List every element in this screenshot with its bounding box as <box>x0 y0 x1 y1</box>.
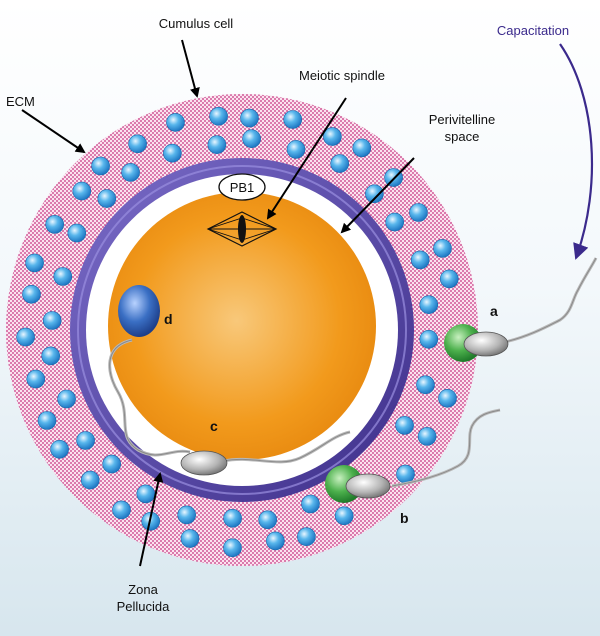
meiotic-spindle-arrow <box>266 97 347 220</box>
cumulus-cell-10 <box>57 389 76 409</box>
cumulus-cell-18 <box>207 135 227 154</box>
cumulus-cell-51 <box>323 127 342 146</box>
cumulus-cell-46 <box>128 134 147 154</box>
sperm-a-label: a <box>490 303 498 319</box>
sperm-b-label: b <box>400 510 409 526</box>
cumulus-cell-54 <box>409 203 428 222</box>
cumulus-cell-38 <box>37 411 57 430</box>
cumulus-cell-27 <box>417 427 437 446</box>
cumulus-cell-40 <box>16 327 35 347</box>
cumulus-cell-1 <box>416 375 435 395</box>
cumulus-cell-12 <box>42 311 62 330</box>
zona-pellucida-label-line1: Zona <box>128 582 158 597</box>
cumulus-cell-36 <box>80 470 100 490</box>
cumulus-cell-7 <box>136 484 156 504</box>
cumulus-cell-22 <box>365 184 384 204</box>
perivitelline-label-line1: Perivitelline <box>429 112 495 127</box>
cumulus-cell-20 <box>286 140 306 159</box>
cumulus-cell-13 <box>53 267 73 286</box>
cumulus-cell-42 <box>25 253 44 273</box>
cumulus-cell-19 <box>242 129 261 148</box>
cumulus-cell-52 <box>352 138 372 158</box>
sperm-a-head <box>463 331 509 357</box>
cumulus-cell-48 <box>209 107 228 126</box>
sperm-b-head <box>345 473 391 499</box>
sperm-c <box>180 430 351 476</box>
cumulus-cell-2 <box>395 416 414 435</box>
zona-pellucida-arrow <box>139 472 164 567</box>
cumulus-cell-26 <box>438 388 457 408</box>
meiotic-spindle-label: Meiotic spindle <box>299 68 385 83</box>
cumulus-cell-45 <box>91 156 110 176</box>
cumulus-cell-39 <box>26 369 46 389</box>
meiotic-spindle <box>206 211 278 247</box>
sperm-c-head <box>180 450 228 476</box>
sperm-d-head <box>118 285 160 337</box>
cumulus-cell-label: Cumulus cell <box>159 16 234 31</box>
sperm-d <box>108 285 191 457</box>
cumulus-cell-15 <box>97 189 117 208</box>
capacitation-arrow <box>559 43 594 260</box>
oocyte <box>108 192 376 460</box>
cumulus-cell-9 <box>76 431 95 450</box>
cumulus-cell-29 <box>334 506 354 526</box>
sperm-d-label: d <box>164 311 173 327</box>
capacitation-label: Capacitation <box>497 23 569 38</box>
cumulus-cell-47 <box>166 113 185 132</box>
cumulus-cell-11 <box>41 346 61 366</box>
sperm-a <box>444 257 598 362</box>
cumulus-cells-group <box>16 107 459 558</box>
cumulus-cell-5 <box>223 508 242 528</box>
cumulus-cell-21 <box>330 154 350 173</box>
cumulus-cell-32 <box>223 538 242 558</box>
cumulus-cell-50 <box>283 110 303 129</box>
cumulus-cell-35 <box>112 500 131 520</box>
cumulus-cell-30 <box>297 527 316 547</box>
cumulus-cell-4 <box>258 510 278 530</box>
cumulus-cell-25 <box>419 295 439 315</box>
ecm-label: ECM <box>6 94 35 109</box>
cumulus-cell-49 <box>240 108 259 128</box>
cumulus-cell-24 <box>410 250 430 270</box>
cumulus-cell-8 <box>102 454 121 474</box>
cumulus-cell-17 <box>163 143 182 163</box>
cumulus-cell-23 <box>385 212 405 232</box>
cumulus-cell-14 <box>67 223 87 243</box>
pb1-label: PB1 <box>230 180 255 195</box>
perivitelline-space-arrow <box>340 157 415 234</box>
cumulus-cell-0 <box>419 329 439 349</box>
cumulus-cell-6 <box>177 505 196 525</box>
perivitelline-label-line2: space <box>445 129 480 144</box>
zona-pellucida-highlight <box>77 165 407 495</box>
cumulus-cell-28 <box>396 464 415 484</box>
zona-pellucida-label-line2: Pellucida <box>117 599 171 614</box>
cumulus-cell-arrow <box>181 39 200 98</box>
ecm-arrow <box>21 109 86 154</box>
cumulus-cell-41 <box>22 284 41 304</box>
sperm-c-label: c <box>210 418 218 434</box>
cumulus-cell-43 <box>45 215 65 234</box>
sperm-b <box>325 408 501 503</box>
cumulus-cell-31 <box>266 531 285 551</box>
polar-body-pb1 <box>218 173 266 201</box>
cumulus-cell-3 <box>301 494 320 514</box>
cumulus-cell-55 <box>433 239 452 258</box>
cumulus-cell-37 <box>50 439 69 459</box>
cumulus-cell-33 <box>180 529 200 548</box>
cumulus-cell-44 <box>72 181 92 201</box>
cumulus-cell-16 <box>121 163 140 182</box>
cumulus-cell-56 <box>439 269 459 289</box>
